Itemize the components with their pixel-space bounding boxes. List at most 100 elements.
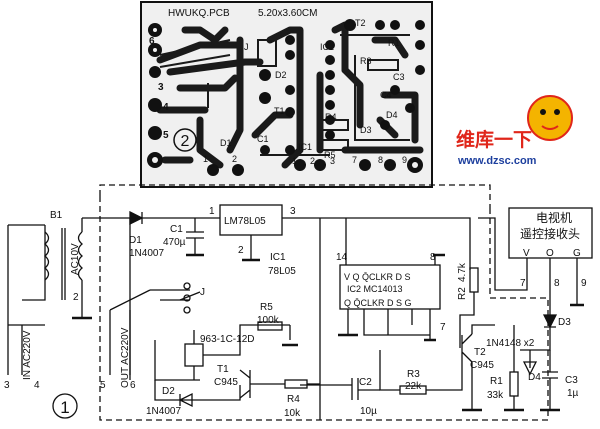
label-c2: C2 (359, 377, 372, 388)
schematic-badge-circle (52, 393, 78, 419)
vcc-to-receiver (345, 217, 528, 291)
pcb-label-r5: R5 (324, 150, 336, 160)
r5-wire (260, 324, 298, 346)
d4-symbol (522, 350, 538, 376)
watermark: 维库一下 www.dzsc.com (456, 95, 573, 167)
mascot-smile-icon (541, 125, 559, 130)
label-ic1-part: 78L05 (268, 266, 296, 277)
label-r4: R4 (287, 394, 300, 405)
c1-symbol (186, 218, 204, 255)
pcb-label-c4: C4 (380, 90, 392, 100)
label-ic2-top: V Q Q̄CLKR D S (344, 272, 411, 282)
label-c3-val: 1µ (567, 388, 579, 399)
label-sec-pin2: 2 (73, 292, 79, 303)
pcb-label-j: J (244, 42, 249, 52)
label-pin7: 7 (440, 322, 446, 333)
pcb-pad-4: 4 (163, 102, 169, 113)
label-relay-part: 963-1C-12D (200, 334, 254, 345)
receiver-pin-g: G (573, 248, 581, 259)
label-b1: B1 (50, 210, 63, 221)
pcb-label-r3: R3 (360, 56, 372, 66)
ic2-bottom-pins (347, 309, 431, 340)
pcb-label-r1: R1 (388, 38, 400, 48)
label-ac10v: AC10V (70, 243, 81, 275)
label-d2: D2 (162, 386, 175, 397)
enclosure-top (99, 184, 491, 208)
receiver-title: 电视机 (536, 210, 572, 225)
d3-symbol (542, 314, 558, 329)
pcb-label-c1: C1 (257, 134, 269, 144)
label-c2-val: 10µ (360, 406, 377, 417)
mascot-eye-icon (540, 109, 546, 115)
c3-symbol (542, 350, 558, 410)
schematic (7, 184, 593, 421)
d2-symbol (175, 392, 215, 408)
label-r2: R2 (457, 287, 468, 300)
label-t2: T2 (474, 347, 486, 358)
enclosure-left (99, 196, 470, 421)
receiver-pin-v: V (523, 248, 530, 259)
label-pin14: 14 (336, 252, 348, 263)
pcb-label-t1: T1 (274, 106, 285, 116)
watermark-cn: 维库一下 (456, 128, 532, 151)
t1-symbol (239, 369, 251, 399)
watermark-url: www.dzsc.com (457, 155, 537, 167)
r4-symbol (284, 379, 308, 389)
label-r3: R3 (407, 369, 420, 380)
pcb-pad-8: 8 (378, 155, 383, 165)
receiver-pin-9: 9 (581, 278, 587, 289)
label-pin3: 3 (290, 206, 296, 217)
pcb-label-t2: T2 (355, 18, 366, 28)
label-c1: C1 (170, 224, 183, 235)
contact-no-icon (183, 282, 191, 290)
pcb-badge-circle (173, 128, 197, 152)
r2-symbol (469, 267, 479, 293)
pcb-layout: HWUKQ.PCB 5.20x3.60CM J IC2 T2 R1 R3 D2 … (140, 1, 433, 188)
pcb-traces (156, 21, 424, 169)
receiver-pin-o: O (546, 248, 554, 259)
label-in: IN AC220V (22, 330, 33, 380)
receiver-pin-7: 7 (520, 278, 526, 289)
pcb-label-d3: D3 (360, 125, 372, 135)
label-r1-val: 33k (487, 390, 504, 401)
relay-arm (179, 291, 201, 301)
pcb-pad-2b: 2 (310, 156, 315, 166)
receiver-subtitle: 遥控接收头 (520, 226, 580, 241)
label-t4: 4 (34, 380, 40, 391)
pcb-size: 5.20x3.60CM (258, 8, 317, 19)
label-d2-part: 1N4007 (146, 406, 181, 417)
label-pin8: 8 (430, 252, 436, 263)
enclosure-right (470, 208, 549, 421)
t2-leads (471, 324, 495, 410)
mains-in-wires (7, 224, 45, 375)
pcb-title: HWUKQ.PCB (168, 8, 230, 19)
schematic-badge: 1 (60, 398, 69, 417)
pcb-pad-9: 9 (402, 155, 407, 165)
pcb-label-c3: C3 (393, 72, 405, 82)
label-r1: R1 (490, 376, 503, 387)
r2-wire (459, 292, 475, 348)
pcb-pad-1: 1 (203, 154, 208, 164)
label-t2-part: C945 (470, 360, 494, 371)
label-c1-val: 470µ (163, 237, 186, 248)
label-r5: R5 (260, 302, 273, 313)
label-d3: D3 (558, 317, 571, 328)
label-r2-val: 4.7k (457, 262, 468, 282)
5v-rail (319, 217, 471, 420)
label-t5: 5 (100, 380, 106, 391)
transformer-core (61, 228, 66, 300)
relay-coil (184, 343, 204, 367)
pcb-pad-6: 6 (149, 36, 155, 47)
label-t1: T1 (217, 364, 229, 375)
label-d1-part: 1N4007 (129, 248, 164, 259)
receiver-pin-8: 8 (554, 278, 560, 289)
pcb-pad-3b: 3 (330, 156, 335, 166)
label-r5-val: 100k (257, 315, 280, 326)
label-t3: 3 (4, 380, 10, 391)
primary-wire (22, 225, 46, 301)
pcb-label-d2: D2 (275, 70, 287, 80)
receiver-pins (549, 258, 578, 315)
pcb-pad-1b: 1 (292, 156, 297, 166)
